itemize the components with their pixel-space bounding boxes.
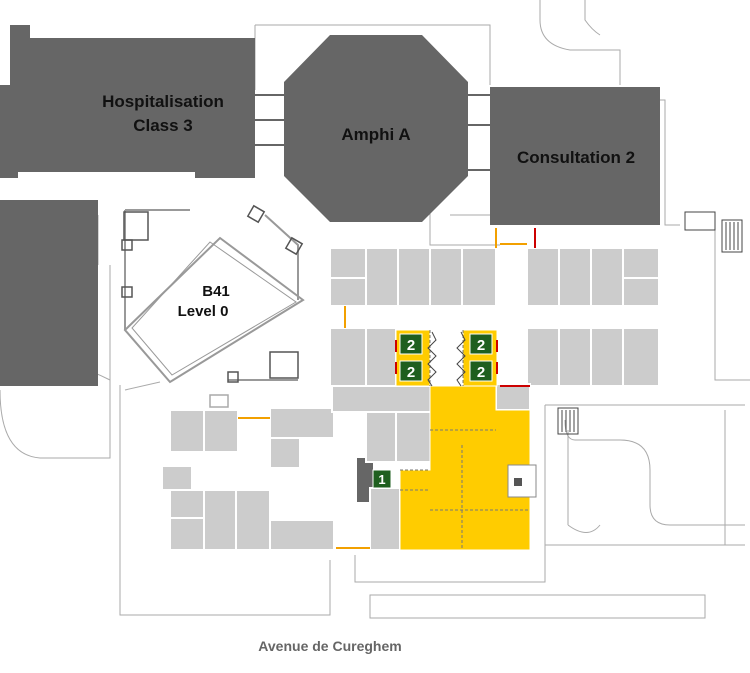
marker-1-label: 1 [378, 472, 385, 487]
connectors [255, 94, 490, 171]
west-building[interactable] [0, 200, 98, 386]
amphi-a-building[interactable] [284, 35, 468, 222]
b41-label: B41 [202, 283, 230, 300]
hospitalisation-building[interactable] [0, 25, 255, 178]
marker-2-label: 2 [477, 364, 485, 381]
marker-2-label: 2 [407, 364, 415, 381]
red-doors [395, 228, 536, 387]
stair-block-right [557, 407, 579, 435]
marker-2-bottom-left[interactable]: 2 [399, 360, 423, 382]
b41-level-label: Level 0 [178, 303, 229, 320]
stair-block-far-right [684, 211, 743, 253]
amphi-a-label: Amphi A [341, 125, 410, 144]
hospitalisation-label: Hospitalisation [102, 92, 224, 111]
marker-2-bottom-right[interactable]: 2 [469, 360, 493, 382]
street-label: Avenue de Cureghem [258, 638, 401, 654]
stair-room [507, 464, 537, 498]
marker-2-top-left[interactable]: 2 [399, 333, 423, 355]
marker-2-top-right[interactable]: 2 [469, 333, 493, 355]
consultation-2-label: Consultation 2 [517, 148, 635, 167]
zigzag-walls [427, 331, 466, 387]
consultation-2-building[interactable] [490, 87, 660, 225]
marker-2-label: 2 [477, 337, 485, 354]
hospitalisation-sublabel: Class 3 [133, 116, 193, 135]
marker-2-label: 2 [407, 337, 415, 354]
b41-building[interactable] [123, 209, 305, 384]
marker-1[interactable]: 1 [372, 469, 392, 489]
dark-buildings [0, 25, 660, 502]
b41-details [121, 204, 304, 408]
orange-paths [238, 228, 527, 549]
